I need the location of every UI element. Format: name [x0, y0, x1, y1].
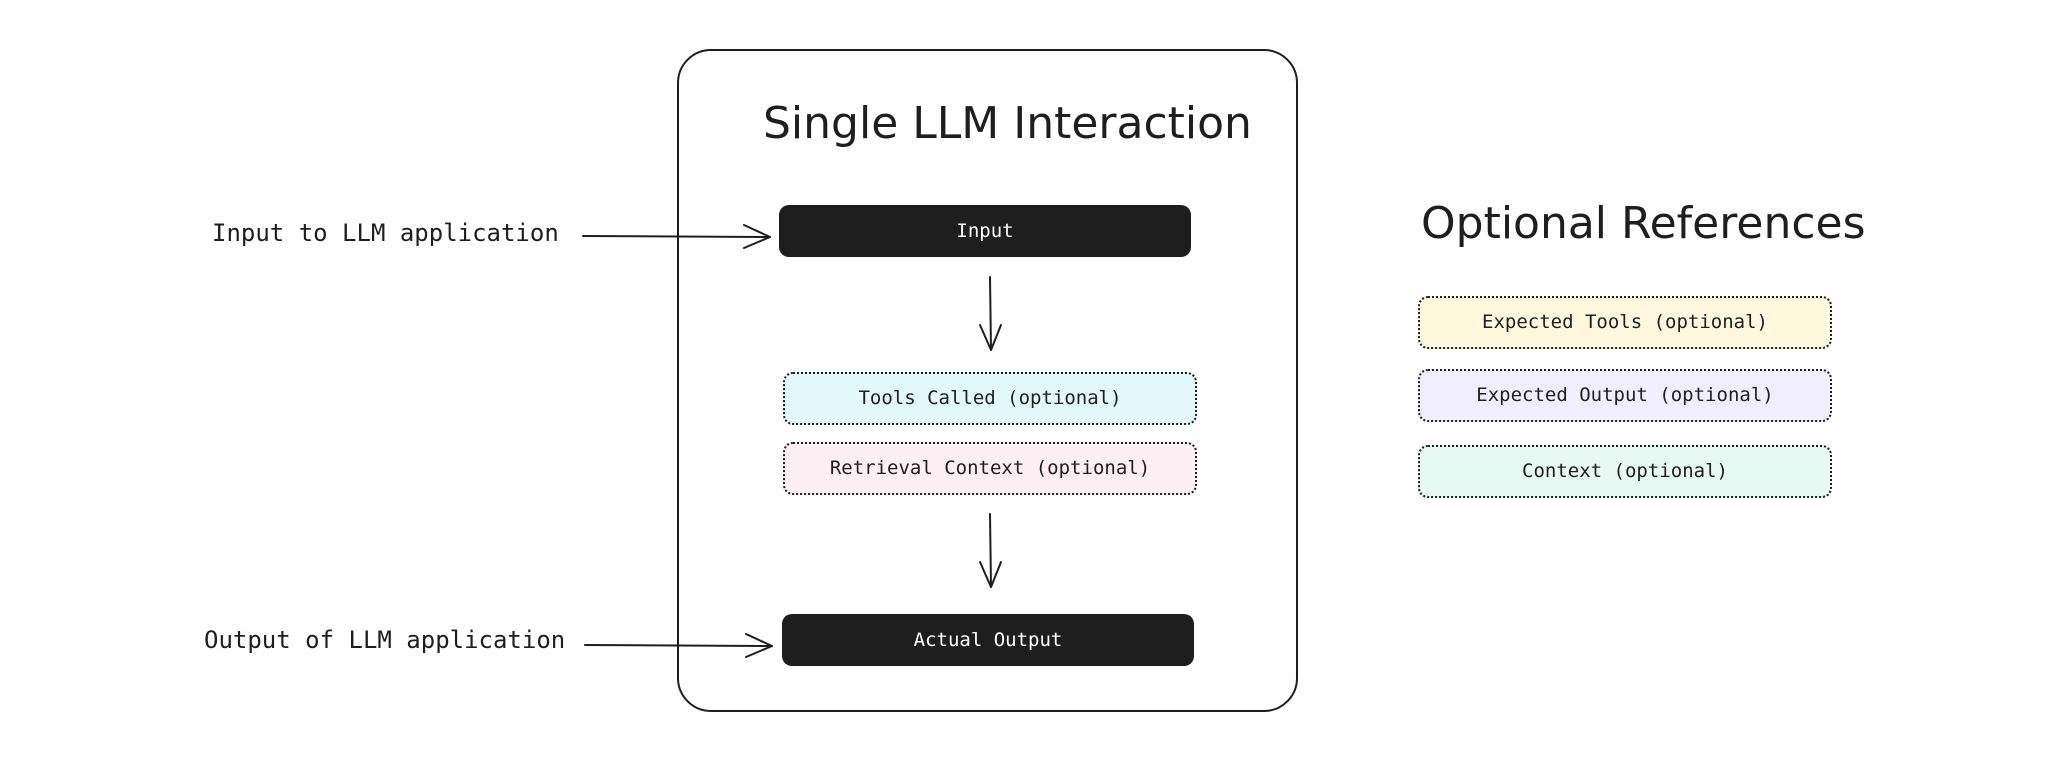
- input-annotation: Input to LLM application: [212, 219, 559, 247]
- retrieval-context-node: Retrieval Context (optional): [783, 442, 1197, 495]
- input-node: Input: [779, 205, 1191, 257]
- expected-output-node: Expected Output (optional): [1418, 369, 1832, 422]
- interaction-title: Single LLM Interaction: [763, 98, 1252, 149]
- actual-output-node: Actual Output: [782, 614, 1194, 666]
- output-annotation: Output of LLM application: [204, 626, 566, 654]
- context-node: Context (optional): [1418, 445, 1832, 498]
- references-title: Optional References: [1421, 198, 1866, 249]
- interaction-frame: [677, 49, 1298, 712]
- tools-called-node: Tools Called (optional): [783, 372, 1197, 425]
- expected-tools-node: Expected Tools (optional): [1418, 296, 1832, 349]
